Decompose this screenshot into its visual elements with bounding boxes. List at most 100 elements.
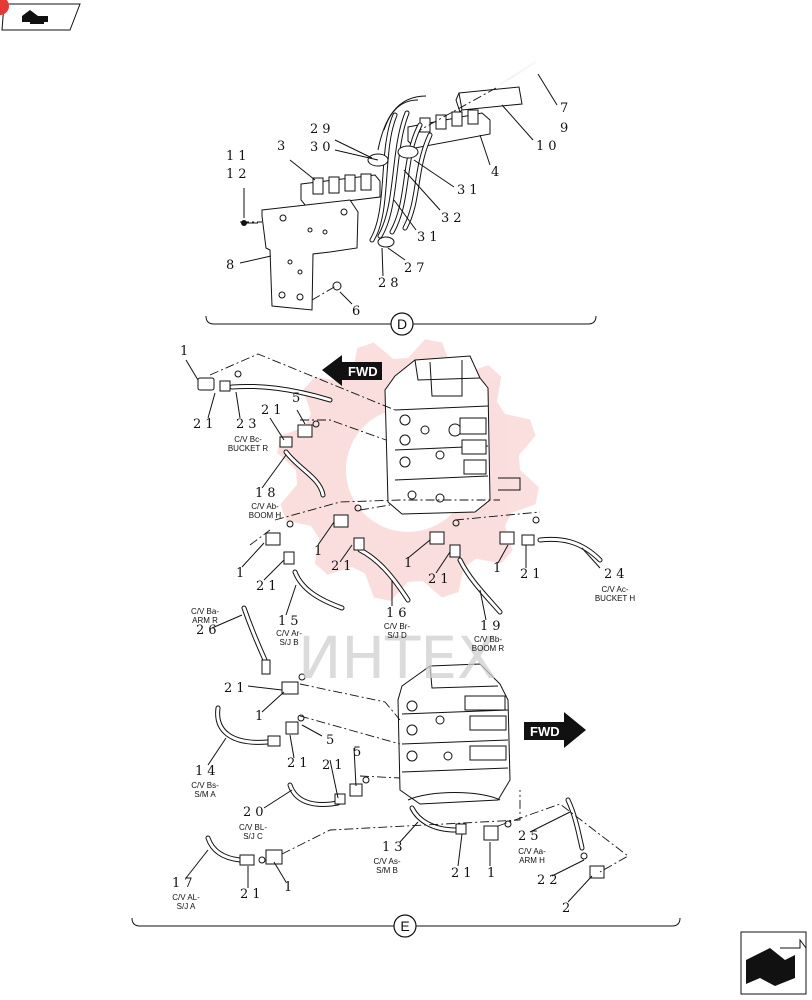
callout-number: 1 [236,566,248,581]
hose-label-line: BUCKET H [595,594,636,603]
hose-label-line: C/V BL- [239,823,267,832]
fwd-label-bottom: FWD [530,724,560,739]
hose-label: C/V Br-S/J D [384,622,411,640]
hose-label-line: C/V Br- [384,622,411,631]
callout-number: 21 [322,758,347,773]
callout-number: 21 [428,572,453,587]
callout-number: 6 [352,304,364,319]
callout-number: 3 [277,139,289,154]
hose-label-line: S/J D [387,631,407,640]
section-brackets: DE [131,312,681,938]
callout-number: 16 [386,606,411,621]
section-circle [393,914,417,938]
hose-label: C/V Bs-S/M A [191,781,219,799]
hose-label-line: S/J B [279,638,298,647]
callout-number: 21 [224,681,249,696]
hose-label-line: C/V As- [373,857,400,866]
callout-number: 10 [536,139,561,154]
hose-label-line: C/V Ar- [276,629,302,638]
hose-label-line: S/M B [376,866,398,875]
callout-number: 1 [493,561,505,576]
callout-number: 21 [287,756,312,771]
callout-number: 18 [255,486,280,501]
callout-number: 12 [226,167,251,182]
hose-label-line: C/V AL- [172,893,200,902]
hose-label-line: C/V Bs- [191,781,219,790]
callout-number: 20 [243,805,268,820]
callout-number: 9 [560,121,572,136]
routing-lines [209,353,629,873]
next-page-icon[interactable] [740,931,807,995]
callout-number: 1 [284,880,296,895]
callout-number: 32 [441,211,466,226]
hose-label-line: BOOM H [249,511,282,520]
hose-label-line: S/J A [177,902,196,911]
callout-number: 21 [451,866,476,881]
callout-number: 21 [261,403,286,418]
callout-number: 25 [518,829,543,844]
callout-number: 13 [382,840,407,855]
callout-number: 5 [292,391,304,406]
callout-number: 1 [487,866,499,881]
callout-number: 21 [520,567,545,582]
callout-number: 29 [310,122,335,137]
control-valve-lower [397,663,511,805]
callout-number: 1 [180,344,192,359]
callout-number: 2 [562,901,574,916]
callout-number: 19 [480,619,505,634]
hose-label: C/V AL-S/J A [172,893,200,911]
assembly-d [239,61,558,311]
callout-number: 30 [310,140,335,155]
hose-label: C/V Ba-ARM R [191,607,219,625]
callout-number: 28 [378,276,403,291]
hose-label: C/V As-S/M B [373,857,400,875]
callout-number: 7 [560,101,572,116]
section-letter: E [400,918,409,934]
callout-number: 23 [236,417,261,432]
callout-number: 15 [278,614,303,629]
callout-number: 21 [256,579,281,594]
hose-label-line: S/J C [243,832,263,841]
callout-number: 11 [226,149,251,164]
fwd-arrow-top: FWD [322,355,382,386]
hose-label: C/V Bb-BOOM R [472,635,505,653]
callout-number: 21 [193,417,218,432]
watermark-text: ИНТЕХ [298,624,497,692]
hose-label-line: C/V Bb- [474,635,502,644]
section-d: D [205,312,597,336]
hose-label-line: C/V Ab- [251,502,279,511]
hose-label-line: ARM H [519,856,545,865]
hose-label-line: C/V Ba- [191,607,219,616]
hose-label: C/V Bc-BUCKET R [228,435,269,453]
callout-number: 26 [196,623,221,638]
hoses [197,370,605,879]
hose-label-line: S/M A [194,790,216,799]
callout-number: 22 [537,873,562,888]
hose-label-line: BOOM R [472,644,505,653]
fwd-label-top: FWD [348,364,378,379]
hose-label-line: C/V Bc- [234,435,262,444]
section-letter: D [397,316,407,332]
callout-number: 5 [353,745,365,760]
nav-tab-icon[interactable] [0,0,81,31]
callout-number: 4 [491,165,503,180]
callout-number: 21 [240,887,265,902]
callout-number: 24 [604,567,629,582]
callout-number: 1 [314,544,326,559]
hose-label: C/V BL-S/J C [239,823,267,841]
callout-number: 17 [172,876,197,891]
hose-label-line: ARM R [192,616,218,625]
callout-number: 1 [255,709,267,724]
hose-label: C/V Ab-BOOM H [249,502,282,520]
callout-number: 14 [195,764,220,779]
hose-label: C/V Ac-BUCKET H [595,585,636,603]
leader-lines [185,359,601,903]
callout-number: 21 [331,559,356,574]
control-valve-upper [384,355,521,515]
callout-number: 8 [226,258,238,273]
callout-number: 27 [404,261,429,276]
hose-label-line: C/V Ac- [601,585,628,594]
callout-number: 31 [457,183,482,198]
